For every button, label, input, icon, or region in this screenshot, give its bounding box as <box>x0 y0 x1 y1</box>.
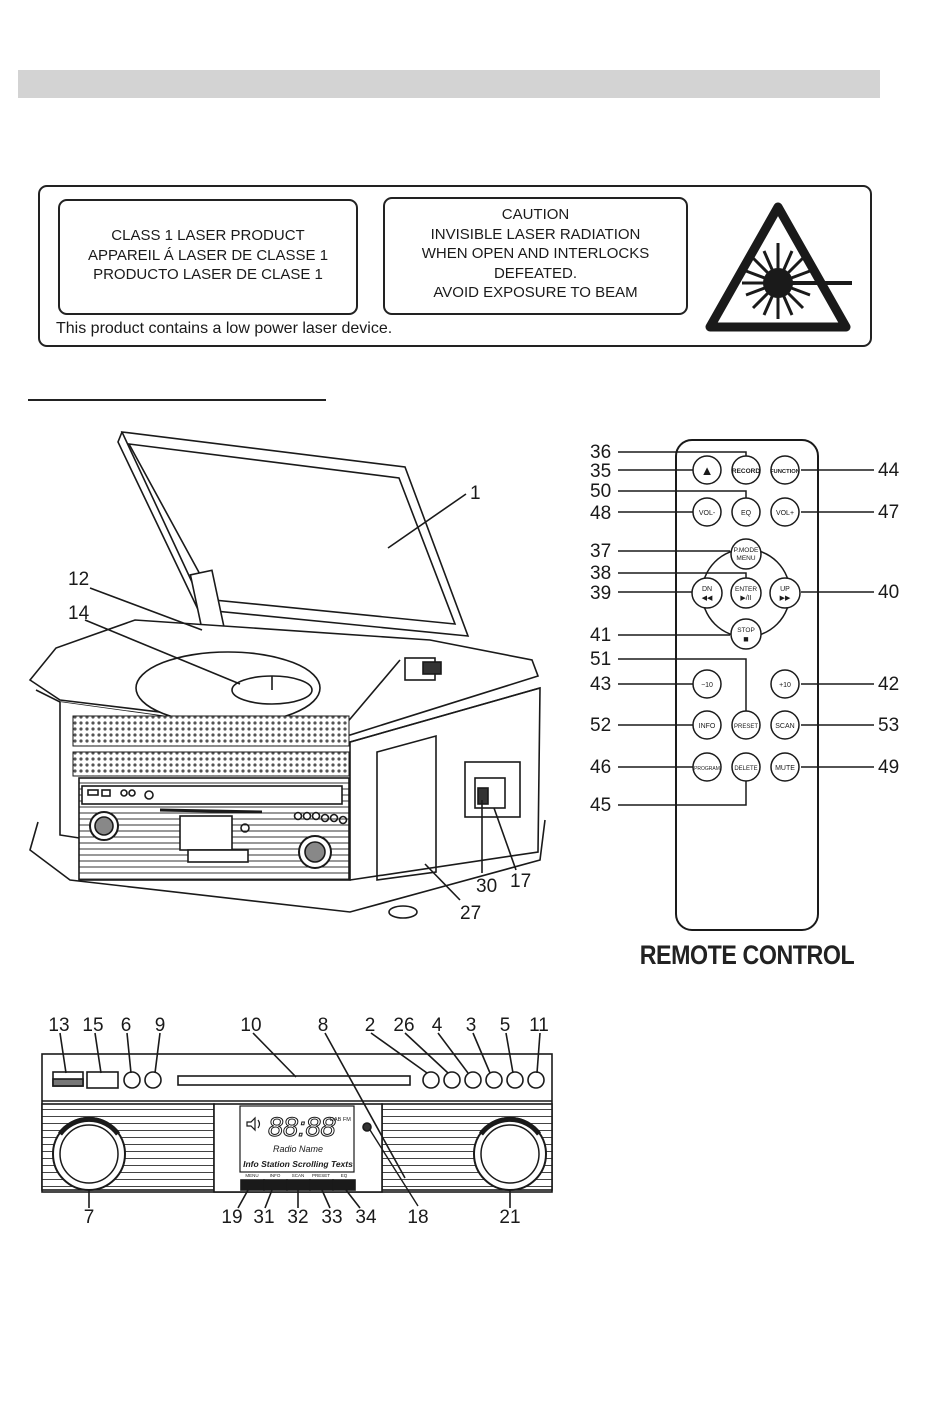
callout-46: 46 <box>590 757 611 778</box>
laser-warning-label: CLASS 1 LASER PRODUCT APPAREIL Á LASER D… <box>38 185 872 347</box>
remote-eq-button[interactable]: EQ <box>741 510 752 517</box>
remote-preset-button[interactable]: PRESET <box>734 724 758 730</box>
remote-minus10-button[interactable]: −10 <box>701 682 713 689</box>
remote-enter-symbol: ▶/II <box>740 595 751 602</box>
remote-mute-button[interactable]: MUTE <box>775 765 795 772</box>
remote-up-button[interactable]: UP <box>780 586 790 593</box>
remote-vol-up-button[interactable]: VOL+ <box>776 510 794 517</box>
remote-stop-symbol: ■ <box>743 634 748 644</box>
callout-9: 9 <box>155 1015 166 1036</box>
panel-menu-button[interactable]: MENU <box>245 1173 258 1178</box>
callout-21: 21 <box>499 1207 520 1228</box>
remote-scan-button[interactable]: SCAN <box>775 723 794 730</box>
laser-note: This product contains a low power laser … <box>56 320 393 337</box>
remote-function-button[interactable]: FUNCTION <box>770 469 800 475</box>
caution-line: CAUTION <box>501 206 570 223</box>
remote-delete-button[interactable]: DELETE <box>734 766 757 772</box>
laser-class-line: APPAREIL Á LASER DE CLASSE 1 <box>87 246 329 264</box>
callout-12: 12 <box>68 569 89 590</box>
callout-14: 14 <box>68 603 90 624</box>
callout-8: 8 <box>318 1015 329 1036</box>
callout-19: 19 <box>221 1207 242 1228</box>
callout-4: 4 <box>432 1015 443 1036</box>
remote-control-title: REMOTE CONTROL <box>639 940 855 970</box>
remote-program-button[interactable]: PROGRAM <box>694 766 720 772</box>
callout-49: 49 <box>878 757 899 778</box>
speaker-icon <box>246 1116 261 1132</box>
callout-44: 44 <box>878 460 900 481</box>
callout-7: 7 <box>84 1207 95 1228</box>
callout-31: 31 <box>253 1207 274 1228</box>
callout-47: 47 <box>878 502 899 523</box>
turntable-unit-illustration: 1 12 14 30 17 27 <box>28 431 546 924</box>
callout-3: 3 <box>466 1015 477 1036</box>
caution-line: INVISIBLE LASER RADIATION <box>430 225 641 243</box>
callout-36: 36 <box>590 442 611 463</box>
callout-38: 38 <box>590 563 611 584</box>
callout-37: 37 <box>590 541 611 562</box>
callout-30: 30 <box>476 876 497 897</box>
caution-line: DEFEATED. <box>493 264 578 282</box>
remote-stop-button[interactable]: STOP <box>737 627 755 634</box>
callout-35: 35 <box>590 461 611 482</box>
lcd-time: 88:88 <box>268 1112 336 1142</box>
callout-17: 17 <box>510 871 531 892</box>
panel-info-button[interactable]: INFO <box>270 1173 281 1178</box>
lcd-band-tag: DAB FM <box>330 1117 351 1123</box>
callout-32: 32 <box>287 1207 308 1228</box>
section-header-bar <box>18 70 880 98</box>
remote-vol-down-button[interactable]: VOL- <box>699 510 716 517</box>
remote-menu-label: MENU <box>736 555 755 562</box>
callout-1: 1 <box>470 483 481 504</box>
callout-34: 34 <box>355 1207 377 1228</box>
callout-15: 15 <box>82 1015 103 1036</box>
callout-13: 13 <box>48 1015 69 1036</box>
section-title-underline <box>28 399 326 401</box>
callout-50: 50 <box>590 481 611 502</box>
laser-class-line: CLASS 1 LASER PRODUCT <box>111 227 305 244</box>
callout-10: 10 <box>240 1015 261 1036</box>
remote-enter-button[interactable]: ENTER <box>735 586 757 593</box>
callout-26: 26 <box>393 1015 414 1036</box>
laser-caution-box: CAUTION INVISIBLE LASER RADIATION WHEN O… <box>383 197 688 315</box>
laser-warning-icon <box>705 202 852 332</box>
callout-39: 39 <box>590 583 611 604</box>
callout-6: 6 <box>121 1015 132 1036</box>
remote-eject-button[interactable]: ▲ <box>701 463 714 478</box>
callout-5: 5 <box>500 1015 511 1036</box>
remote-dn-symbol: ◀◀ <box>702 595 713 602</box>
callout-52: 52 <box>590 715 611 736</box>
callout-27: 27 <box>460 903 481 924</box>
remote-up-symbol: ▶▶ <box>780 595 791 602</box>
callout-2: 2 <box>365 1015 376 1036</box>
callout-48: 48 <box>590 503 611 524</box>
callout-45: 45 <box>590 795 611 816</box>
callout-11: 11 <box>529 1015 549 1036</box>
remote-record-button[interactable]: RECORD <box>732 468 760 475</box>
laser-class-line: PRODUCTO LASER DE CLASE 1 <box>93 266 323 283</box>
callout-53: 53 <box>878 715 899 736</box>
callout-41: 41 <box>590 625 611 646</box>
remote-info-button[interactable]: INFO <box>699 723 716 730</box>
callout-40: 40 <box>878 582 899 603</box>
caution-line: WHEN OPEN AND INTERLOCKS <box>421 245 650 262</box>
callout-43: 43 <box>590 674 611 695</box>
callout-51: 51 <box>590 649 611 670</box>
lcd-scroll-text: Info Station Scrolling Texts <box>243 1159 353 1169</box>
remote-dn-button[interactable]: DN <box>702 586 712 593</box>
caution-line: AVOID EXPOSURE TO BEAM <box>433 284 638 301</box>
panel-scan-button[interactable]: SCAN <box>292 1173 305 1178</box>
callout-42: 42 <box>878 674 899 695</box>
remote-plus10-button[interactable]: +10 <box>779 682 791 689</box>
front-panel-diagram: 88:88 DAB FM Radio Name Info Station Scr… <box>41 1015 553 1228</box>
panel-preset-button[interactable]: PRESET <box>312 1173 330 1178</box>
remote-pmode-button[interactable]: P.MODE <box>734 547 759 554</box>
lcd-station-name: Radio Name <box>273 1144 323 1154</box>
callout-33: 33 <box>321 1207 342 1228</box>
remote-control-diagram: ▲ RECORD FUNCTION VOL- EQ VOL+ P.MODE ME… <box>590 439 900 931</box>
panel-eq-button[interactable]: EQ <box>341 1173 348 1178</box>
laser-class-box: CLASS 1 LASER PRODUCT APPAREIL Á LASER D… <box>58 199 358 315</box>
callout-18: 18 <box>407 1207 428 1228</box>
